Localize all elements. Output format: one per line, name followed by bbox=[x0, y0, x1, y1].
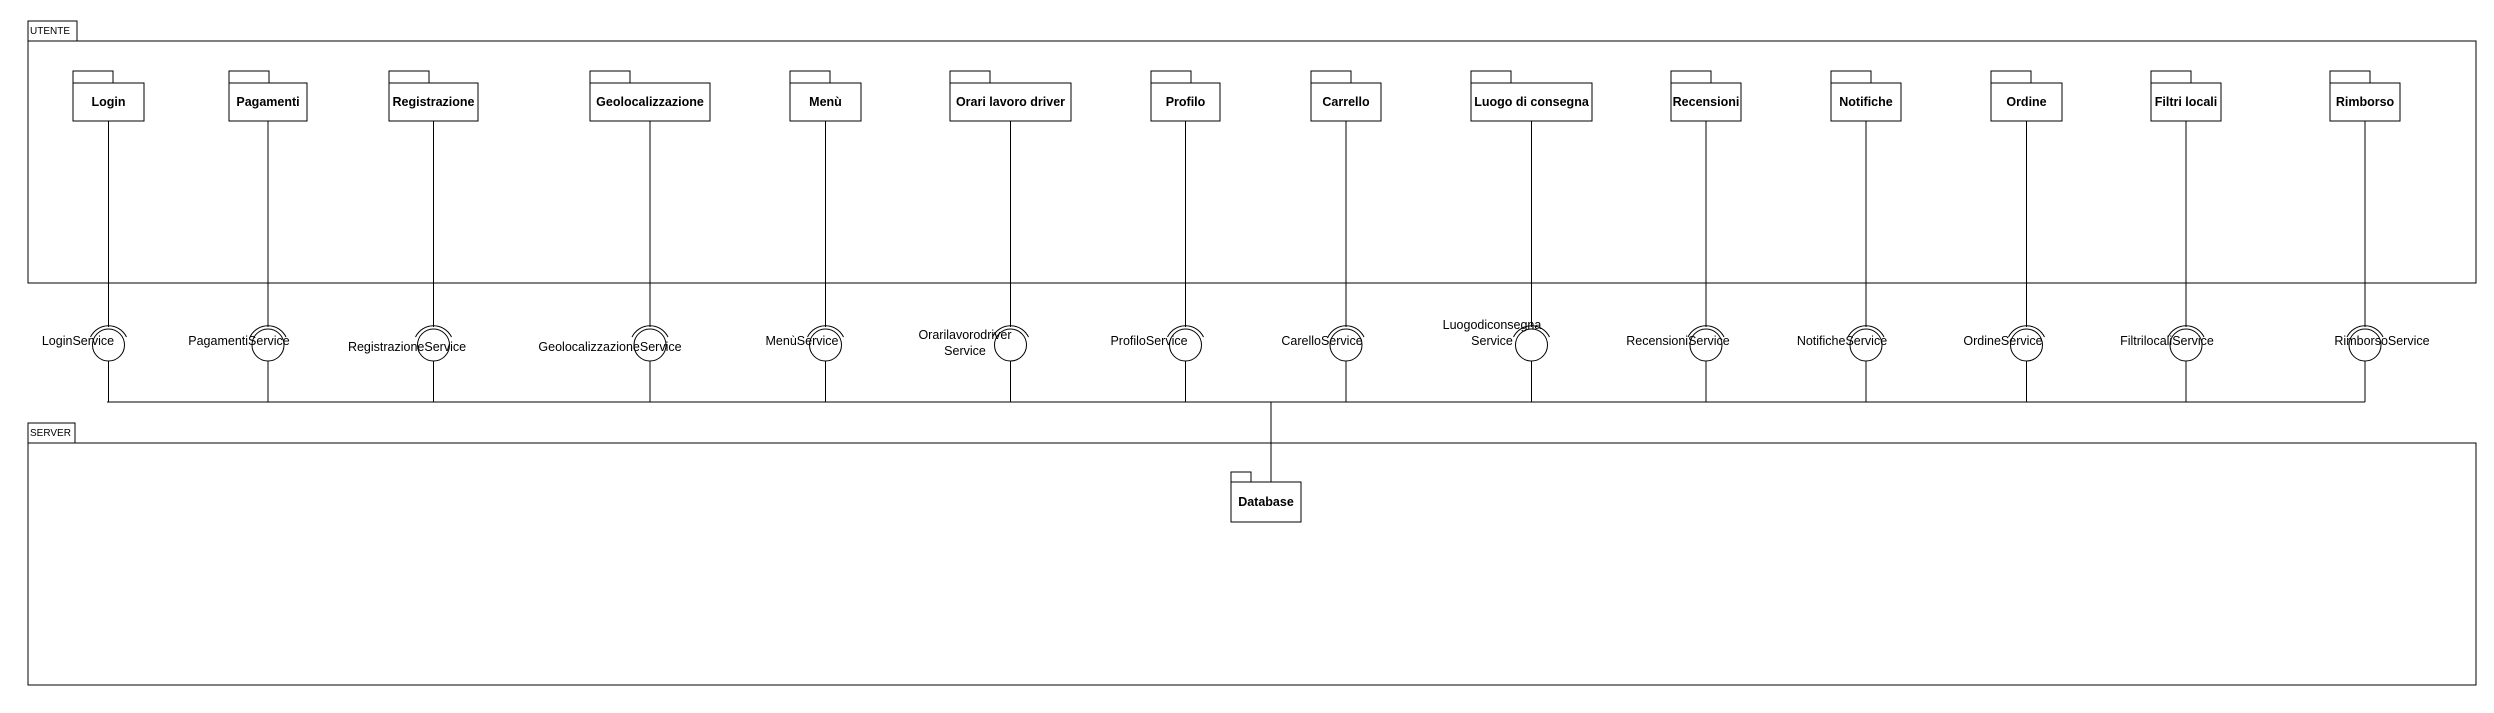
package-label: Recensioni bbox=[1673, 95, 1740, 109]
package-box bbox=[789, 82, 862, 122]
service-label: OrdineService bbox=[1963, 334, 2042, 348]
package-box bbox=[1670, 82, 1742, 122]
service-label: PagamentiService bbox=[188, 334, 289, 348]
package-label: Menù bbox=[809, 95, 842, 109]
package-label: Profilo bbox=[1166, 95, 1206, 109]
interface-socket bbox=[1513, 325, 1550, 338]
package-label: Carrello bbox=[1322, 95, 1370, 109]
service-label: RimborsoService bbox=[2334, 334, 2429, 348]
interface-socket bbox=[1687, 325, 1725, 338]
package-box bbox=[228, 82, 308, 122]
package-box bbox=[1310, 82, 1382, 122]
package-tab bbox=[789, 70, 831, 84]
package-label: Luogo di consegna bbox=[1474, 95, 1590, 109]
package-label: Login bbox=[91, 95, 125, 109]
service-label: LoginService bbox=[42, 334, 114, 348]
interface-socket bbox=[807, 325, 844, 338]
interface-socket bbox=[1847, 325, 1885, 338]
server-frame-label: SERVER bbox=[30, 428, 71, 439]
package-box bbox=[2150, 82, 2222, 122]
database-package-tab bbox=[1230, 471, 1252, 483]
package-tab bbox=[1470, 70, 1512, 84]
interface-socket bbox=[2008, 325, 2045, 338]
server-frame: SERVER bbox=[27, 422, 2477, 686]
client-frame: UTENTE bbox=[27, 20, 2477, 284]
package-tab bbox=[388, 70, 430, 84]
package-label: Pagamenti bbox=[236, 95, 299, 109]
interface-socket bbox=[992, 325, 1029, 338]
module-3: GeolocalizzazioneGeolocalizzazioneServic… bbox=[538, 70, 711, 402]
service-label: Service bbox=[944, 344, 986, 358]
interface-socket bbox=[631, 325, 669, 338]
package-label: Notifiche bbox=[1839, 95, 1893, 109]
package-label: Rimborso bbox=[2336, 95, 2395, 109]
package-box bbox=[949, 82, 1072, 122]
module-5: Orari lavoro driverOrarilavorodriverServ… bbox=[918, 70, 1072, 402]
server-frame-body bbox=[27, 442, 2477, 686]
package-tab bbox=[1990, 70, 2032, 84]
service-label: CarelloService bbox=[1281, 334, 1362, 348]
package-tab bbox=[1830, 70, 1872, 84]
service-label: NotificheService bbox=[1797, 334, 1887, 348]
package-tab bbox=[2150, 70, 2192, 84]
interface-socket bbox=[415, 325, 452, 338]
client-frame-body bbox=[27, 40, 2477, 284]
service-label: MenùService bbox=[766, 334, 839, 348]
interface-socket bbox=[2346, 325, 2384, 338]
package-label: Orari lavoro driver bbox=[956, 95, 1065, 109]
package-tab bbox=[228, 70, 270, 84]
database-package-body bbox=[1230, 481, 1302, 523]
service-label: Luogodiconsegna bbox=[1443, 318, 1542, 332]
package-box bbox=[388, 82, 479, 122]
package-label: Geolocalizzazione bbox=[596, 95, 704, 109]
interface-socket bbox=[249, 325, 287, 338]
interface-socket bbox=[1327, 325, 1365, 338]
service-label: FiltrilocaliService bbox=[2120, 334, 2214, 348]
package-label: Registrazione bbox=[393, 95, 475, 109]
package-label: Ordine bbox=[2006, 95, 2046, 109]
package-box bbox=[1470, 82, 1593, 122]
service-label: Service bbox=[1471, 334, 1513, 348]
interface-socket bbox=[90, 325, 127, 338]
database-package-label: Database bbox=[1238, 495, 1294, 509]
package-label: Filtri locali bbox=[2155, 95, 2218, 109]
package-tab bbox=[1150, 70, 1192, 84]
package-tab bbox=[72, 70, 114, 84]
interface-socket bbox=[2167, 325, 2205, 338]
client-frame-label: UTENTE bbox=[30, 26, 70, 37]
package-box bbox=[1150, 82, 1221, 122]
package-tab bbox=[589, 70, 631, 84]
package-tab bbox=[949, 70, 991, 84]
package-box bbox=[1990, 82, 2063, 122]
package-box bbox=[589, 82, 711, 122]
service-label: Orarilavorodriver bbox=[918, 328, 1011, 342]
service-label: RecensioniService bbox=[1626, 334, 1730, 348]
interface-ball bbox=[1515, 328, 1548, 362]
interface-socket bbox=[1167, 325, 1204, 338]
package-tab bbox=[1670, 70, 1712, 84]
service-label: RegistrazioneService bbox=[348, 340, 466, 354]
service-label: GeolocalizzazioneService bbox=[538, 340, 681, 354]
package-tab bbox=[2329, 70, 2371, 84]
package-tab bbox=[1310, 70, 1352, 84]
package-box bbox=[2329, 82, 2401, 122]
database-package: Database bbox=[1230, 471, 1302, 523]
package-box bbox=[1830, 82, 1902, 122]
service-label: ProfiloService bbox=[1110, 334, 1187, 348]
